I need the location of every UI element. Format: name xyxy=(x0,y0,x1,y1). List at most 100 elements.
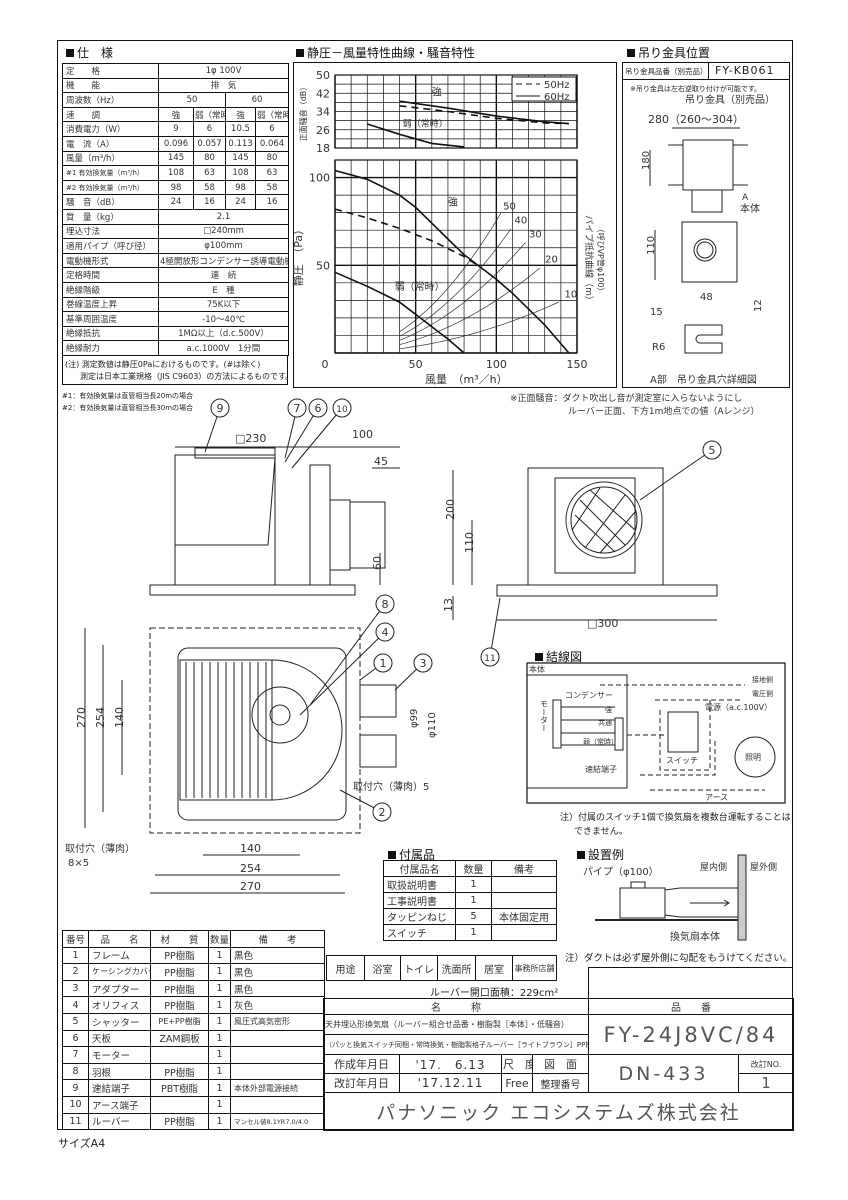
divider xyxy=(708,62,709,80)
part-cell: マンセル値8.1YR7.0/4.0 xyxy=(230,1112,325,1131)
install-indoor: 屋内側 xyxy=(700,861,727,873)
title-block-table: 名 称 品 番 天井埋込形換気扇（ルーバー組合せ品番・樹脂製［本体］・低騒音） … xyxy=(323,998,794,1131)
noise-plot-area xyxy=(334,74,578,149)
title-block-top xyxy=(588,967,793,998)
noise-ytick: 50 xyxy=(316,69,330,82)
xtick: 50 xyxy=(409,358,423,371)
noise-ytick: 26 xyxy=(316,124,330,137)
revised-date: '17.12.11 xyxy=(399,1073,502,1093)
balloon-number: 1 xyxy=(380,657,387,670)
noise-strong-label: 強 xyxy=(432,86,442,99)
wiring-ground-side: 接地側 xyxy=(752,675,773,684)
part-cell: PP樹脂 xyxy=(150,1112,209,1131)
pipe-curve-label: 50 xyxy=(503,202,516,213)
hanger-part-label: 吊り金具品番（別売品） xyxy=(625,67,708,76)
balloon-2 xyxy=(372,802,392,822)
wiring-switch: スイッチ xyxy=(666,756,698,765)
leader-line xyxy=(489,597,501,658)
balloon-number: 2 xyxy=(379,806,386,819)
accessory-cell: スイッチ xyxy=(383,924,456,941)
wiring-common: 共通 xyxy=(598,718,612,727)
wiring-weak: 弱（常時） xyxy=(583,737,618,746)
pipe-resistance-label: パイプ抵抗曲線（m） xyxy=(583,215,595,305)
noise-series-2 xyxy=(367,123,465,148)
hanger-part-row xyxy=(622,62,790,80)
leader-line xyxy=(639,449,713,501)
bottom-view: 270 254 140 140 254 270 φ99 φ110 取付穴（薄肉）… xyxy=(65,627,438,894)
dim-200: 200 xyxy=(444,499,457,520)
dim-12: 12 xyxy=(753,299,764,312)
wiring-note-2: できません。 xyxy=(574,827,628,837)
side-view: □230 100 45 60 xyxy=(149,428,400,596)
detail-a-mark: A xyxy=(742,193,749,203)
hanger-part-no: FY-KB061 xyxy=(715,64,775,77)
spec-title: 仕 様 xyxy=(66,44,113,61)
noise-ytick: 18 xyxy=(316,142,330,155)
mount-hole-8-label: 取付穴（薄肉） xyxy=(65,842,135,855)
hanger-drawing: 吊り金具（別売品） 280（260～304） 180 A 本体 110 48 1… xyxy=(641,93,775,386)
balloon-number: 10 xyxy=(336,405,348,415)
spec-note-1: (注) 測定数値は静圧0Paにおけるものです。(#は除く) xyxy=(65,360,261,369)
wiring-power: 電源（a.c.100V） xyxy=(705,703,772,712)
paper-size: サイズA4 xyxy=(58,1137,106,1150)
dim-280: 280（260～304） xyxy=(648,113,744,126)
install-pipe: パイプ（φ100） xyxy=(583,866,659,878)
spec-note-box xyxy=(62,355,288,385)
noise-weak-label: 弱（常時） xyxy=(403,117,448,129)
xtick: 150 xyxy=(567,358,588,371)
usage-cell: 居室 xyxy=(475,955,513,981)
balloon-5 xyxy=(702,440,722,460)
balloon-number: 7 xyxy=(294,402,301,415)
dim-140-v: 140 xyxy=(113,707,126,728)
dim-phi110: φ110 xyxy=(427,712,438,738)
install-diagram: パイプ（φ100） 屋内側 屋外側 換気扇本体 xyxy=(583,854,777,943)
front-view: 200 110 13 □300 xyxy=(442,467,718,630)
usage-table: 用途浴室トイレ洗面所居室事務所店舗 xyxy=(326,955,557,981)
dim-45: 45 xyxy=(374,455,388,468)
usage-cell: 洗面所 xyxy=(437,955,476,981)
company-name: パナソニック エコシステムズ株式会社 xyxy=(323,1092,794,1131)
pressure-series-0 xyxy=(334,169,570,354)
wiring-motor: モーター xyxy=(540,700,549,732)
pipe-curve-40 xyxy=(399,228,512,337)
pipe-curve-50 xyxy=(399,212,502,333)
noise-y-label: 正面騒音（dB） xyxy=(298,83,308,142)
wiring-live-side: 電圧側 xyxy=(752,689,773,698)
noise-note-2: ルーバー正面、下方1m地点での値（Aレンジ） xyxy=(568,405,760,417)
dim-230: □230 xyxy=(235,432,266,445)
dim-254-v: 254 xyxy=(94,707,107,728)
pressure-strong-label: 強 xyxy=(448,196,458,209)
hanger-body-label: 本体 xyxy=(740,202,760,215)
leader-line xyxy=(291,407,343,469)
balloon-6 xyxy=(308,398,328,418)
balloon-number: 8 xyxy=(382,598,389,611)
dim-270-v: 270 xyxy=(75,707,88,728)
dim-110-hanger: 110 xyxy=(646,236,657,255)
wiring-diagram: 本体 モーター コンデンサー 強 共通 弱（常時） 速結端子 接地側 電圧側 電… xyxy=(526,662,786,804)
pipe-curve-label: 40 xyxy=(514,216,527,227)
hanger-title: 吊り金具位置 xyxy=(627,44,710,61)
legend-50hz: 50Hz xyxy=(544,80,570,91)
drawing-label-1: 図 面 xyxy=(532,1054,589,1074)
balloon-4 xyxy=(375,622,395,642)
leader-line xyxy=(299,631,386,716)
dim-100: 100 xyxy=(352,428,373,441)
pressure-y-label: 静圧 （Pa） xyxy=(291,224,305,286)
